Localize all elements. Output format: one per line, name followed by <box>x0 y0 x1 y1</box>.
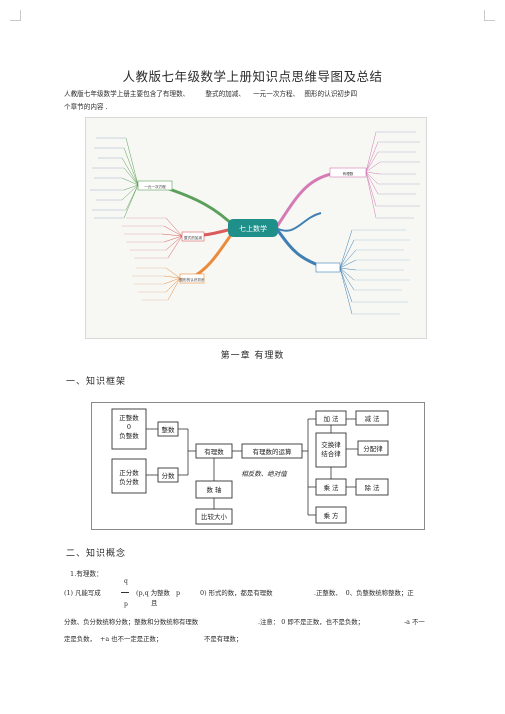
section-knowledge-concepts: 二、知识概念 <box>66 549 127 559</box>
mindmap-center-node <box>228 219 278 237</box>
fw-fraction: 分数 <box>162 471 176 480</box>
fw-laws: 交换律结合律 <box>321 440 341 458</box>
mindmap-center-label: 七上数学 <box>239 224 267 233</box>
concept-rational-title: 1.有理数： <box>70 570 103 578</box>
page-corner-right <box>484 10 495 21</box>
fw-subtract: 减 法 <box>364 414 380 423</box>
concept-line-2b: .注意： 0 即不是正数，也不是负数； <box>258 618 365 626</box>
concept-line-1d: .正整数、 0、负整数统称整数；正 <box>314 589 414 597</box>
mindmap-branch-geometry: 图形的认识初步 <box>179 277 205 282</box>
chapter-title: 第一章 有理数 <box>220 351 285 361</box>
concept-line-2c: -a 不一 <box>404 618 425 626</box>
section-knowledge-framework: 一、知识框架 <box>66 377 127 387</box>
fraction-bar <box>121 592 129 593</box>
concept-line-2a: 分数、负分数统称分数；整数和分数统称有理数 <box>64 618 199 626</box>
intro-text-1d: 图形的认识初步四 <box>304 90 358 98</box>
concept-line-3a: 定是负数， +a 也不一定是正数； <box>64 635 163 643</box>
fw-compare: 比较大小 <box>201 512 228 521</box>
fw-distributive: 分配律 <box>363 444 383 453</box>
fw-rational: 有理数 <box>204 447 224 456</box>
mindmap-branch-equation: 一元一次方程 <box>144 184 166 189</box>
fw-add: 加 法 <box>323 414 339 423</box>
concept-line-3b: 不是有理数； <box>204 635 243 643</box>
fw-number-line: 数 轴 <box>206 485 222 494</box>
mind-map-image: 七上数学 一元一次方程 整式的加减 图形的认识初步 有理数 <box>85 117 427 339</box>
concept-line-1a: (1) 凡能写成 <box>64 589 101 597</box>
concept-line-1e: 且 <box>151 599 158 607</box>
mindmap-branch-rational: 有理数 <box>343 171 354 176</box>
mindmap-branch-expressions: 整式的加减 <box>184 235 202 240</box>
fw-integers: 整数 <box>162 425 176 434</box>
concept-line-1b: (p,q 为整数 p <box>136 589 181 597</box>
intro-text-2: 个章节的内容 . <box>64 103 108 111</box>
fraction-denominator: p <box>124 601 128 608</box>
fw-operations: 有理数的运算 <box>253 447 293 456</box>
concept-line-1c: 0) 形式的数，都是有理数 <box>200 589 273 597</box>
fw-power: 乘 方 <box>323 511 339 520</box>
fw-opposite: 相反数、绝对值 <box>241 470 288 478</box>
intro-text-1c: 一元一次方程、 <box>253 90 300 98</box>
intro-text-1a: 人教版七年级数学上册主要包含了有理数、 <box>64 90 190 98</box>
fw-divide: 除 法 <box>364 483 380 492</box>
fw-multiply: 乘 法 <box>323 483 339 492</box>
intro-paragraph: 人教版七年级数学上册主要包含了有理数、 整式的加减、 一元一次方程、 图形的认识… <box>64 88 444 114</box>
intro-text-1b: 整式的加减、 <box>205 90 245 98</box>
document-title: 人教版七年级数学上册知识点思维导图及总结 <box>122 69 383 84</box>
fw-fractions: 正分数负分数 <box>119 468 139 486</box>
page-corner-left <box>10 10 21 21</box>
fraction-numerator: q <box>124 578 128 585</box>
